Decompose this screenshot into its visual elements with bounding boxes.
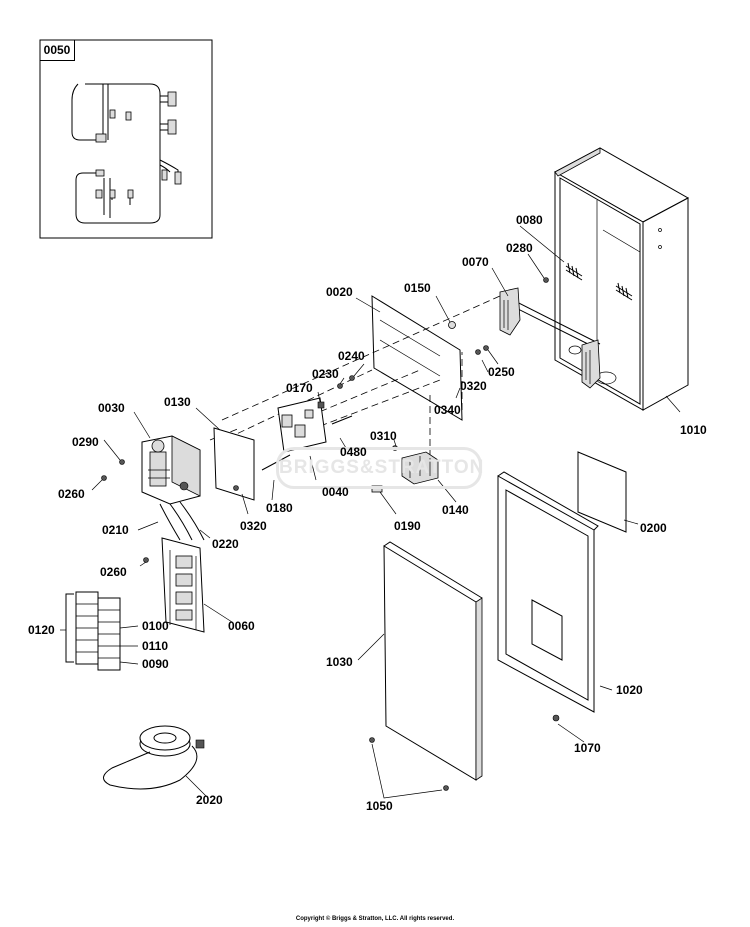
plate-0130 — [213, 427, 255, 501]
bus-bars — [565, 262, 633, 301]
callout-0250: 0250 — [488, 365, 515, 379]
callout-0220: 0220 — [212, 537, 239, 551]
inset-wiring-harness — [39, 39, 213, 239]
callout-0260-lower: 0260 — [100, 565, 127, 579]
circuit-breakers — [65, 591, 121, 671]
callout-1050: 1050 — [366, 799, 393, 813]
callout-0320-top: 0320 — [460, 379, 487, 393]
callout-0320-lower: 0320 — [240, 519, 267, 533]
callout-0340: 0340 — [434, 403, 461, 417]
callout-0100: 0100 — [142, 619, 169, 633]
enclosure-box — [553, 147, 690, 411]
callout-0200: 0200 — [640, 521, 667, 535]
callout-0260-upper: 0260 — [58, 487, 85, 501]
callout-0080: 0080 — [516, 213, 543, 227]
breaker-bracket — [161, 537, 205, 633]
callout-1070: 1070 — [574, 741, 601, 755]
callout-0110: 0110 — [142, 639, 169, 653]
callout-0170: 0170 — [286, 381, 313, 395]
label-sticker — [577, 451, 627, 533]
callout-0040: 0040 — [322, 485, 349, 499]
enclosure-door — [497, 471, 599, 713]
callout-0020: 0020 — [326, 285, 353, 299]
copyright-notice: Copyright © Briggs & Stratton, LLC. All … — [295, 916, 455, 922]
callout-1020: 1020 — [616, 683, 643, 697]
callout-0280: 0280 — [506, 241, 533, 255]
callout-1010: 1010 — [680, 423, 707, 437]
current-transformer — [103, 725, 205, 790]
callout-0180: 0180 — [266, 501, 293, 515]
leader-lines — [60, 225, 681, 799]
callout-0210: 0210 — [102, 523, 129, 537]
callout-0090: 0090 — [142, 657, 169, 671]
transfer-switch-contactor — [141, 435, 201, 505]
inset-title: 0050 — [40, 40, 75, 61]
callout-0140: 0140 — [442, 503, 469, 517]
callout-2020: 2020 — [196, 793, 223, 807]
callout-0310: 0310 — [370, 429, 397, 443]
relay-block — [401, 451, 439, 485]
callout-0060: 0060 — [228, 619, 255, 633]
callout-0240: 0240 — [338, 349, 365, 363]
backing-plate — [371, 295, 463, 421]
watermark-logo: BRIGGS&STRATTON — [276, 447, 483, 489]
callout-0290: 0290 — [72, 435, 99, 449]
neutral-bracket — [499, 287, 601, 389]
callout-0130: 0130 — [164, 395, 191, 409]
callout-0150: 0150 — [404, 281, 431, 295]
control-board — [277, 397, 353, 453]
callout-0230: 0230 — [312, 367, 339, 381]
part-0150 — [448, 321, 456, 329]
callout-0190: 0190 — [394, 519, 421, 533]
dead-front-cover — [383, 541, 483, 781]
callout-0030: 0030 — [98, 401, 125, 415]
callout-0070: 0070 — [462, 255, 489, 269]
callout-0120: 0120 — [28, 623, 55, 637]
callout-1030: 1030 — [326, 655, 353, 669]
callout-0480: 0480 — [340, 445, 367, 459]
